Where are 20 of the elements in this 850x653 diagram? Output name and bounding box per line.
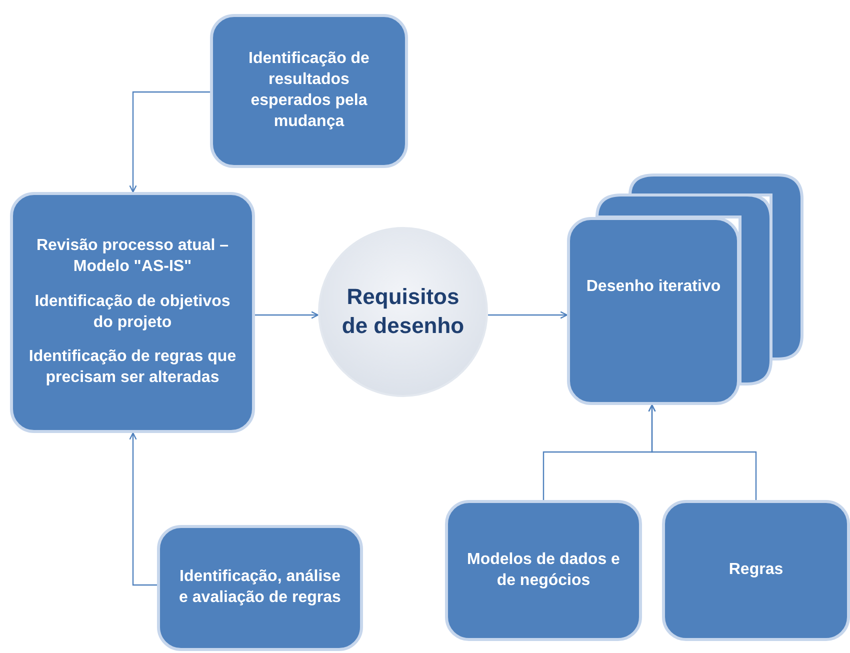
- box-text: Desenho iterativo: [586, 277, 721, 297]
- connector-arrow: [488, 311, 568, 319]
- box-text: Modelos de dados e de negócios: [466, 550, 621, 590]
- process-card: [567, 217, 740, 405]
- process-box: [10, 192, 255, 433]
- connector-arrow: [129, 91, 210, 193]
- process-box: [210, 14, 408, 168]
- process-box: [157, 525, 363, 651]
- box-text: Identificação de objetivos do projeto: [34, 292, 232, 332]
- box-text: Identificação, análise e avaliação de regras: [178, 567, 342, 608]
- box-text: Revisão processo atual – Modelo "AS-IS": [35, 236, 230, 277]
- connector-arrow: [129, 432, 157, 586]
- box-text: Identificação de resultados esperados pela mudança: [248, 49, 370, 132]
- box-text: Requisitos de desenho: [340, 283, 466, 340]
- process-box: [445, 500, 642, 641]
- connector-arrow: [255, 311, 319, 319]
- box-text: Regras: [728, 560, 784, 580]
- box-text: Identificação de regras que precisam ser alteradas: [28, 347, 238, 388]
- process-box: [662, 500, 850, 641]
- connector-arrow: [648, 404, 757, 500]
